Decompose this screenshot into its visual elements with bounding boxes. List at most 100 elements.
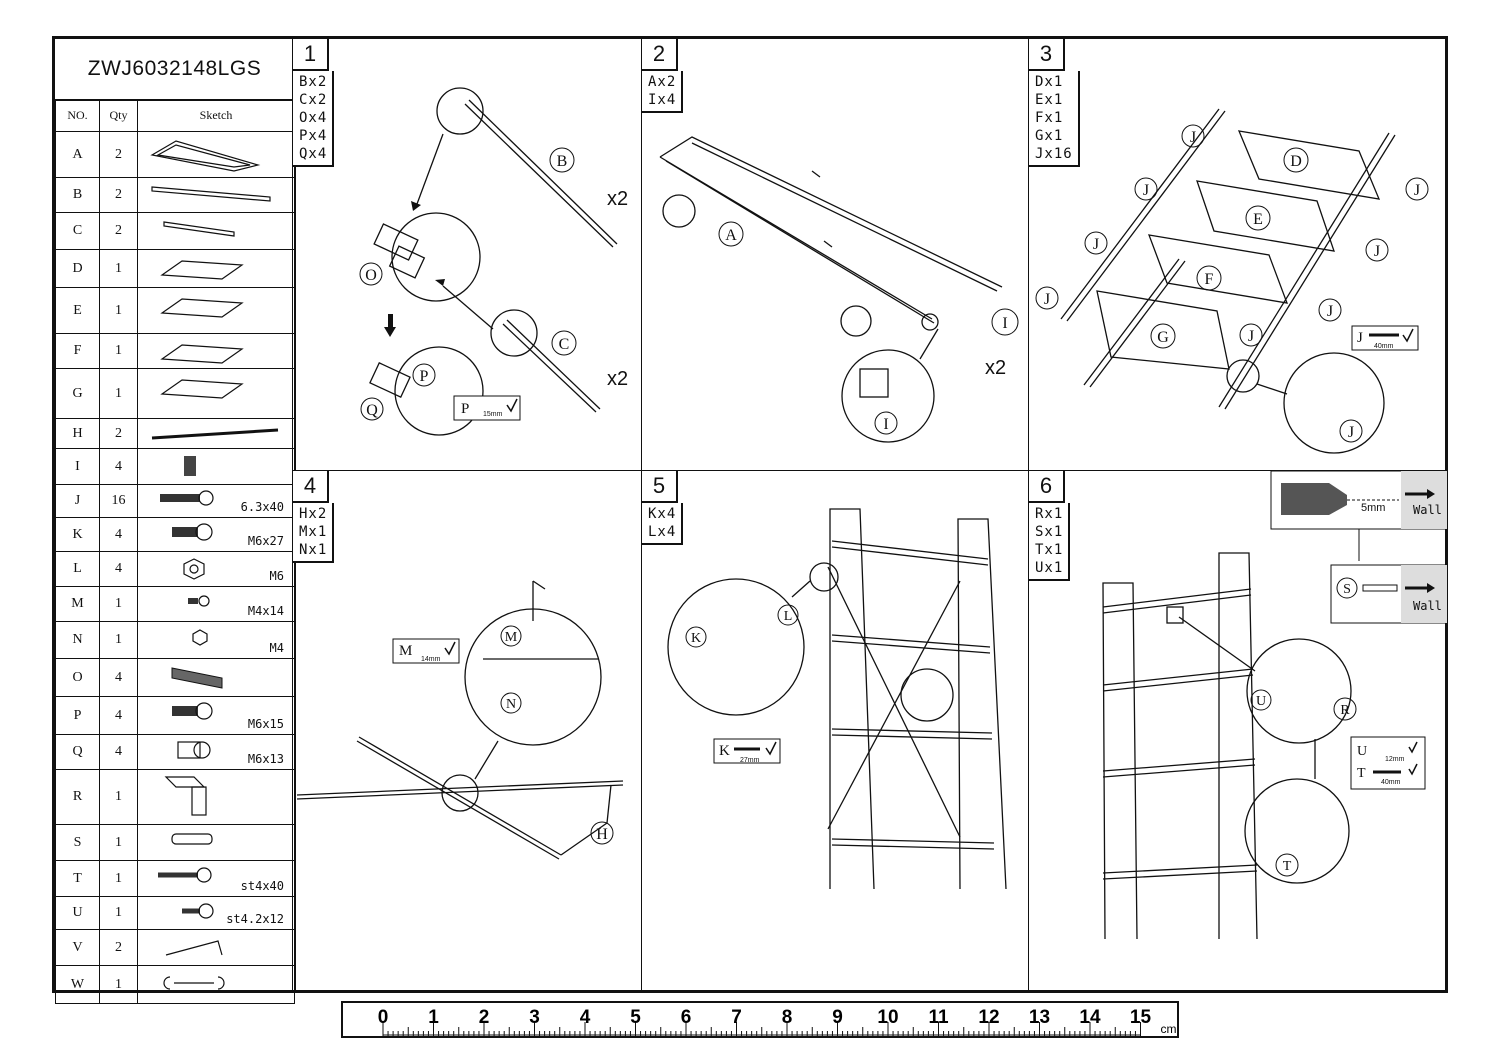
part-qty: 1 [99, 860, 138, 897]
ruler-number: 2 [479, 1007, 490, 1028]
label-o: O [365, 267, 377, 284]
part-spec: M6x27 [247, 534, 284, 548]
part-spec: st4x40 [240, 879, 284, 893]
part-sketch [137, 658, 295, 697]
ruler-number: 7 [731, 1007, 742, 1028]
hardware-callout-k: K 27mm [713, 738, 781, 764]
part-qty: 1 [99, 287, 138, 334]
ruler-number: 0 [378, 1007, 389, 1028]
part-letter: I [55, 448, 100, 485]
part-letter: P [55, 696, 100, 735]
part-letter: H [55, 418, 100, 449]
part-letter: E [55, 287, 100, 334]
part-qty: 4 [99, 658, 138, 697]
part-qty: 1 [99, 621, 138, 659]
ruler-number: 3 [529, 1007, 540, 1028]
part-sketch [137, 965, 295, 1004]
label-p: P [420, 368, 429, 385]
anchor-callout: S Wall [1330, 564, 1448, 624]
ruler-number: 15 [1130, 1007, 1152, 1028]
svg-text:K: K [719, 743, 730, 759]
step-5-number: 5 [642, 471, 678, 503]
part-letter: J [55, 484, 100, 518]
ruler-unit: cm [1161, 1022, 1177, 1036]
part-qty: 1 [99, 368, 138, 419]
ruler-number: 10 [877, 1007, 898, 1028]
part-letter: O [55, 658, 100, 697]
ruler-number: 11 [928, 1007, 949, 1028]
label-a: A [725, 227, 737, 244]
part-sketch: st4x40 [137, 860, 295, 897]
drill-callout: 5mm Wall [1270, 471, 1448, 530]
part-sketch [137, 418, 295, 449]
part-qty: 4 [99, 734, 138, 770]
hardware-callout-j: J 40mm [1351, 325, 1419, 351]
svg-text:P: P [461, 401, 469, 417]
step-4-illustration: M N H M 14mm [296, 580, 624, 860]
svg-text:U: U [1357, 744, 1367, 759]
part-letter: K [55, 517, 100, 552]
ruler-number: 12 [978, 1007, 999, 1028]
ruler-number: 9 [832, 1007, 843, 1028]
svg-text:40mm: 40mm [1374, 343, 1394, 350]
part-qty: 1 [99, 896, 138, 930]
part-spec: 6.3x40 [240, 500, 284, 514]
parts-header-row: NO. Qty Sketch [55, 99, 295, 132]
svg-text:J: J [1357, 330, 1363, 346]
step-6-illustration: 5mm Wall S Wall [1102, 471, 1448, 940]
part-spec: st4.2x12 [226, 912, 284, 926]
svg-text:J: J [1248, 328, 1254, 345]
part-spec: M4 [269, 641, 284, 655]
label-c: C [559, 336, 570, 353]
svg-text:J: J [1143, 182, 1149, 199]
label-g: G [1157, 329, 1169, 346]
part-sketch [137, 177, 295, 213]
part-letter: Q [55, 734, 100, 770]
step-3-illustration: D E F G JJ JJ JJ JJ J J 40mm [1035, 108, 1429, 454]
svg-text:40mm: 40mm [1381, 779, 1401, 786]
part-sketch: st4.2x12 [137, 896, 295, 930]
part-qty: 2 [99, 131, 138, 178]
part-qty: 2 [99, 418, 138, 449]
part-sketch: M6x15 [137, 696, 295, 735]
part-sketch: 6.3x40 [137, 484, 295, 518]
part-letter: N [55, 621, 100, 659]
header-no: NO. [55, 99, 100, 132]
part-sketch [137, 448, 295, 485]
part-qty: 1 [99, 249, 138, 288]
ruler-number: 1 [428, 1007, 439, 1028]
part-qty: 1 [99, 824, 138, 861]
part-qty: 4 [99, 551, 138, 587]
part-letter: A [55, 131, 100, 178]
label-i: I [1002, 315, 1007, 332]
part-spec: M4x14 [247, 604, 284, 618]
svg-text:T: T [1357, 766, 1366, 781]
svg-text:J: J [1044, 291, 1050, 308]
svg-text:Wall: Wall [1413, 503, 1442, 517]
svg-text:J: J [1093, 236, 1099, 253]
part-letter: T [55, 860, 100, 897]
part-letter: S [55, 824, 100, 861]
label-e: E [1253, 211, 1263, 228]
label-t: T [1283, 859, 1292, 874]
part-qty: 2 [99, 177, 138, 213]
svg-text:15mm: 15mm [483, 411, 503, 418]
part-qty: 1 [99, 586, 138, 622]
model-number: ZWJ6032148LGS [55, 39, 294, 101]
step-6-number: 6 [1029, 471, 1065, 503]
